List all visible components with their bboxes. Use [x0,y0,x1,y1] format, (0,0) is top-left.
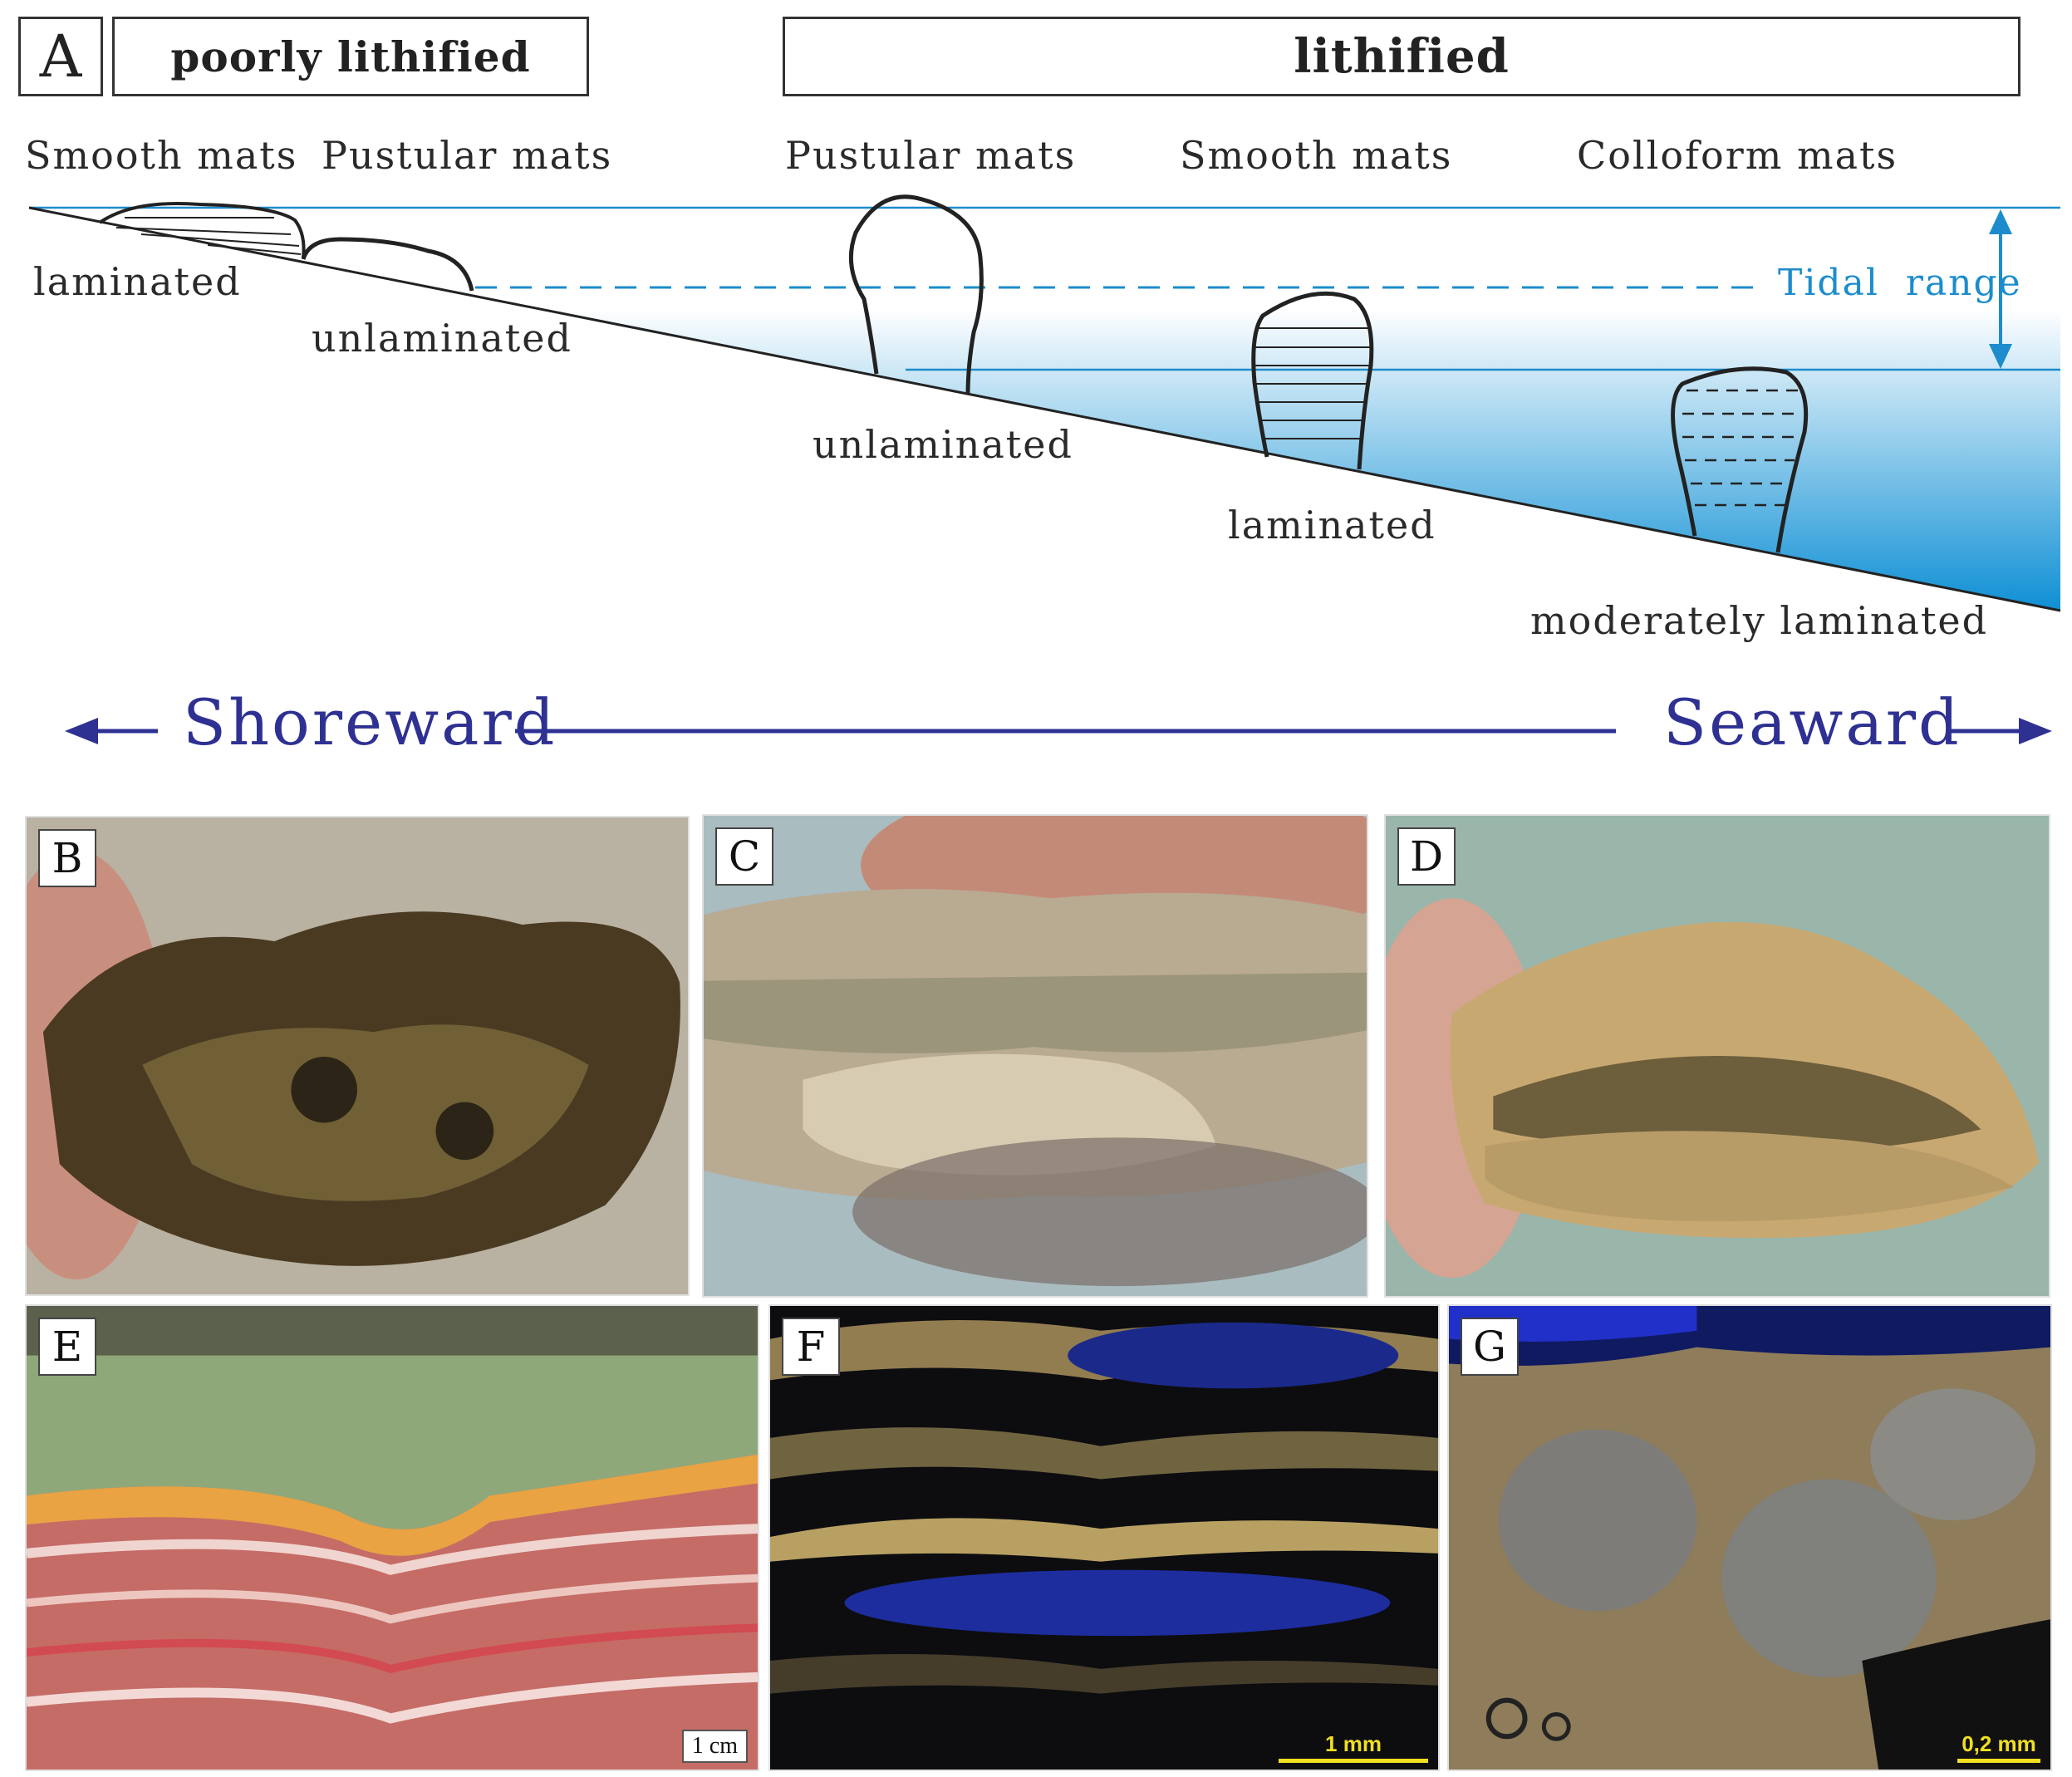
scale-bar-g: 0,2 mm [1957,1731,2040,1763]
smooth-mat-lithified-shape [1251,291,1374,470]
lithified-label: lithified [1294,29,1510,84]
lamination-label-3: unlaminated [813,422,1073,467]
panel-a-letter: A [39,22,82,91]
lithified-box: lithified [783,17,2020,96]
photo-b: B [25,816,690,1296]
smooth-mat-laminated-shape [98,201,306,258]
pustular-mat-lithified-shape [848,194,984,395]
scale-label-g: 0,2 mm [1962,1731,2036,1756]
direction-arrow [65,718,2052,744]
seabed-slope [28,206,2061,612]
panel-label-g: G [1461,1318,1519,1376]
mat-type-pustular-2: Pustular mats [785,133,1077,178]
scale-label-e: 1 cm [691,1733,738,1759]
lamination-label-1: laminated [33,259,242,304]
panel-label-a: A [18,17,103,96]
tidal-profile-diagram [28,194,2061,612]
photo-e: E 1 cm [25,1304,759,1771]
pustular-mat-unlaminated-shape [301,237,474,292]
shoreward-label: Shoreward [183,685,557,759]
mat-type-colloform: Colloform mats [1577,133,1898,178]
lamination-label-2: unlaminated [312,316,572,361]
panel-label-d: D [1397,827,1456,886]
mat-type-pustular-1: Pustular mats [322,133,613,178]
panel-label-e: E [38,1318,96,1376]
scale-label-f: 1 mm [1325,1731,1382,1756]
tidal-range-label: Tidal range [1778,262,2022,304]
seaward-label: Seaward [1663,685,1962,759]
photo-d: D [1384,814,2050,1298]
photo-c: C [702,814,1368,1298]
lamination-label-5: moderately laminated [1530,598,1989,643]
scale-bar-e: 1 cm [681,1730,748,1763]
poorly-lithified-label: poorly lithified [170,32,531,81]
photo-f: F 1 mm [768,1304,1440,1771]
mat-type-smooth-1: Smooth mats [25,133,298,178]
lamination-label-4: laminated [1228,503,1436,547]
panel-label-c: C [715,827,773,886]
mat-type-smooth-2: Smooth mats [1180,133,1453,178]
colloform-mat-shape [1671,366,1809,553]
scale-bar-f: 1 mm [1279,1731,1428,1763]
poorly-lithified-box: poorly lithified [112,17,589,96]
panel-label-f: F [782,1318,840,1376]
panel-label-b: B [38,829,96,887]
photo-g: G 0,2 mm [1447,1304,2052,1771]
